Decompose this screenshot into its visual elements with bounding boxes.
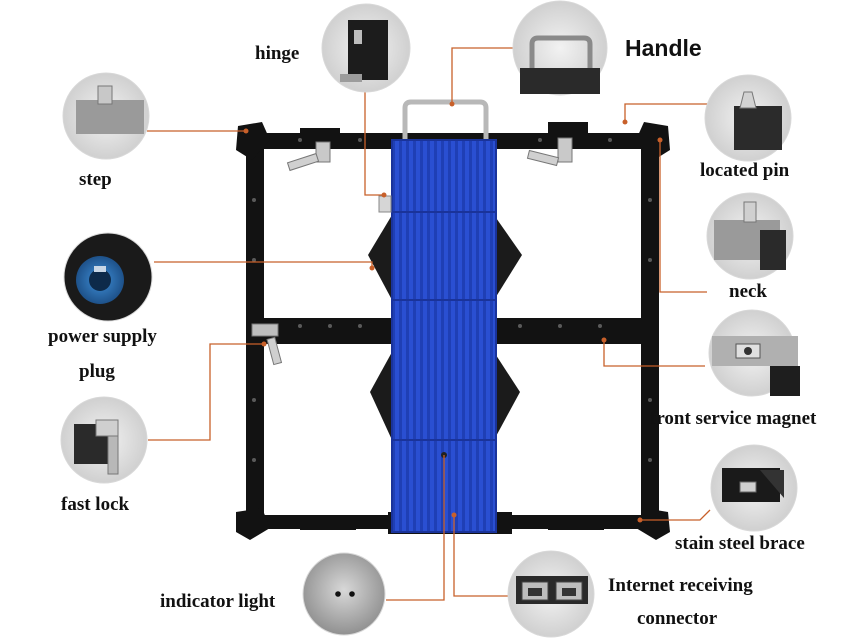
label-step: step (79, 169, 112, 190)
label-indicator-light: indicator light (160, 591, 276, 612)
cabinet-frame (236, 122, 670, 540)
label-internet-line2: connector (637, 608, 718, 629)
hinge-callout (321, 3, 411, 93)
label-fast-lock: fast lock (61, 494, 130, 515)
label-internet-line1: Internet receiving (608, 575, 753, 596)
fast-lock-callout (60, 396, 148, 484)
frame-holes (252, 138, 652, 462)
handle (402, 99, 489, 140)
label-stain-steel-brace: stain steel brace (675, 533, 805, 554)
fast-lock-left (251, 323, 283, 366)
led-module (378, 139, 497, 533)
stain-steel-brace-callout (710, 444, 798, 532)
fast-lock-top-right (526, 137, 573, 167)
leader-dots (243, 101, 663, 523)
label-neck: neck (729, 281, 767, 302)
label-located-pin: located pin (700, 160, 790, 181)
label-handle: Handle (625, 35, 702, 61)
back-cover (368, 215, 522, 440)
label-power-supply-line2: plug (79, 361, 115, 382)
label-hinge: hinge (255, 43, 300, 64)
step-callout (62, 72, 150, 160)
label-front-service-magnet: front service magnet (650, 408, 817, 429)
front-service-magnet-callout (708, 309, 800, 397)
fast-lock-top-left (286, 141, 331, 172)
handle-callout (512, 0, 608, 96)
power-supply-plug-callout (63, 232, 153, 322)
label-power-supply-line1: power supply (48, 326, 157, 347)
indicator-light-callout (302, 552, 386, 636)
internet-connector-callout (507, 550, 595, 638)
neck-callout (706, 192, 794, 280)
located-pin-callout (704, 74, 792, 162)
